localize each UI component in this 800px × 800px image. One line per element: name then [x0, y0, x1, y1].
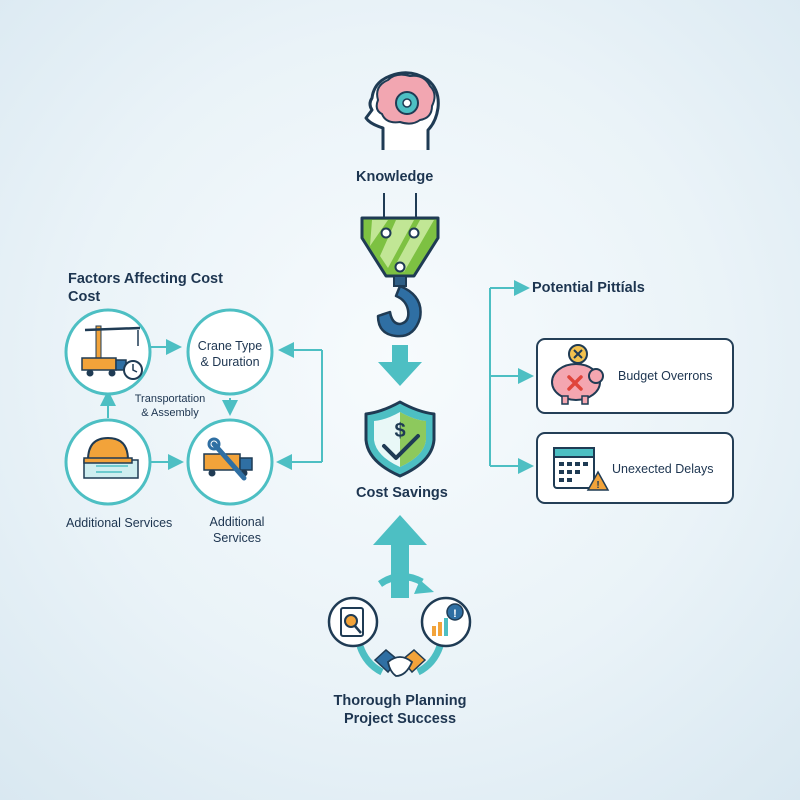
- crane-type-line-2: & Duration: [200, 355, 260, 369]
- factors-connectors: [100, 339, 323, 470]
- pitfalls-connectors: [489, 280, 534, 474]
- shield-dollar-icon: $: [364, 400, 436, 478]
- factors-title-line-1: Factors Affecting Cost: [68, 271, 223, 287]
- knowledge-label: Knowledge: [356, 169, 434, 185]
- up-arrow: [373, 515, 427, 598]
- brain-head-icon: [364, 71, 440, 150]
- crane-hook-icon: [360, 193, 440, 338]
- truck-wrench-icon: [186, 418, 274, 506]
- factors-title-line-2: Cost: [68, 289, 101, 305]
- chart-alert-icon: !: [420, 596, 472, 648]
- pitfalls-title: Potential Pittíals: [532, 280, 645, 296]
- document-magnifier-icon: [327, 596, 379, 648]
- planning-cycle: [356, 573, 444, 676]
- factors-title: Factors Affecting Cost Cost: [68, 270, 223, 306]
- transport-line-1: Transportation: [134, 393, 206, 405]
- unexpected-delays-label: Unexected Delays: [612, 462, 714, 476]
- planning-line-2: Project Success: [343, 711, 457, 727]
- crane-type-circle: [186, 308, 274, 396]
- hardhat-blueprint-icon: [64, 418, 152, 506]
- budget-overruns-label: Budget Overrons: [618, 369, 713, 383]
- crane-truck-clock-icon: [64, 308, 152, 396]
- crane-type-label: Crane Type & Duration: [190, 338, 270, 370]
- calendar-warning-icon: !: [553, 447, 610, 491]
- additional-services-right-label: Additional Services: [192, 514, 282, 546]
- svg-text:!: !: [596, 480, 599, 491]
- additional-right-line-2: Services: [213, 531, 261, 545]
- cost-savings-label: Cost Savings: [356, 485, 448, 501]
- piggy-bank-icon: [551, 344, 604, 405]
- transport-line-2: & Assembly: [141, 407, 199, 419]
- svg-text:$: $: [394, 420, 405, 442]
- planning-line-1: Thorough Planning: [333, 693, 467, 709]
- crane-type-line-1: Crane Type: [197, 339, 263, 353]
- down-arrow: [378, 345, 422, 386]
- additional-services-left-label: Additional Services: [66, 516, 173, 530]
- planning-label: Thorough Planning Project Success: [300, 692, 500, 728]
- transport-label: Transportation & Assembly: [122, 392, 218, 420]
- svg-text:!: !: [453, 608, 457, 620]
- additional-right-line-1: Additional: [209, 515, 265, 529]
- handshake-icon: [373, 649, 427, 677]
